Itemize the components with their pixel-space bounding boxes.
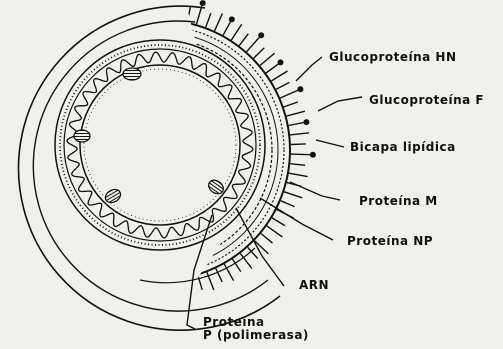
spike-stem <box>280 90 298 98</box>
spike-stem <box>148 5 149 20</box>
spike-stem <box>284 192 302 198</box>
spike-stem <box>271 71 287 81</box>
label-proteina-p: Proteína P (polimerasa) <box>203 316 309 342</box>
label-glucoproteina-hn: Glucoproteína HN <box>329 51 457 64</box>
spike-stem <box>289 123 304 126</box>
spike-stem <box>291 144 306 145</box>
spike-head-icon <box>229 16 235 22</box>
spike-stem <box>197 6 202 24</box>
rna-helix <box>67 52 253 238</box>
label-proteina-p-line2: P (polimerasa) <box>203 329 309 342</box>
spike-head-icon <box>102 9 108 15</box>
polymerase-oval-bottom <box>103 187 123 205</box>
spike-stem <box>260 53 275 65</box>
polymerase-oval-top <box>123 68 141 80</box>
spike-stem <box>287 111 305 116</box>
label-arn: ARN <box>299 279 329 292</box>
spike-head-icon <box>278 59 284 65</box>
spike-stem <box>261 234 273 244</box>
spike-head-icon <box>297 86 303 92</box>
spike-stem <box>290 164 305 166</box>
label-glucoproteina-f: Glucoproteína F <box>369 94 484 107</box>
inner-core-ring <box>80 65 240 225</box>
spike-stem <box>254 48 265 59</box>
spike-stem <box>289 173 308 176</box>
spike-stem <box>178 1 181 20</box>
spike-stem <box>247 38 260 52</box>
spike-stem <box>115 7 121 25</box>
spike-head-icon <box>166 0 172 4</box>
matrix-dots-ring <box>60 45 260 245</box>
spike-stem <box>272 218 285 226</box>
spike-stem <box>284 102 298 107</box>
spike-head-icon <box>200 0 206 6</box>
spike-head-icon <box>310 152 316 158</box>
polymerase-oval-left <box>74 130 90 142</box>
spike-stem <box>187 7 190 22</box>
label-proteina-m: Proteína M <box>359 195 438 208</box>
spike-stem <box>206 13 211 27</box>
spike-head-icon <box>133 0 139 2</box>
spike-stem <box>281 201 295 207</box>
spike-stem <box>276 82 289 89</box>
spike-head-icon <box>303 119 309 125</box>
spike-stem <box>291 154 310 155</box>
matrix-inner-ring <box>64 49 256 241</box>
spike-head-icon <box>258 32 264 38</box>
spike-stem <box>267 226 283 237</box>
spike-stem <box>223 22 230 35</box>
spike-stem <box>266 64 278 73</box>
spike-stem <box>290 133 309 135</box>
spike-stem <box>239 34 248 46</box>
spike-stem <box>215 14 223 31</box>
label-bicapa-lipidica: Bicapa lipídica <box>350 141 456 154</box>
label-proteina-np: Proteína NP <box>347 235 433 248</box>
spike-stem <box>231 24 241 40</box>
matrix-outer-ring <box>55 40 265 250</box>
